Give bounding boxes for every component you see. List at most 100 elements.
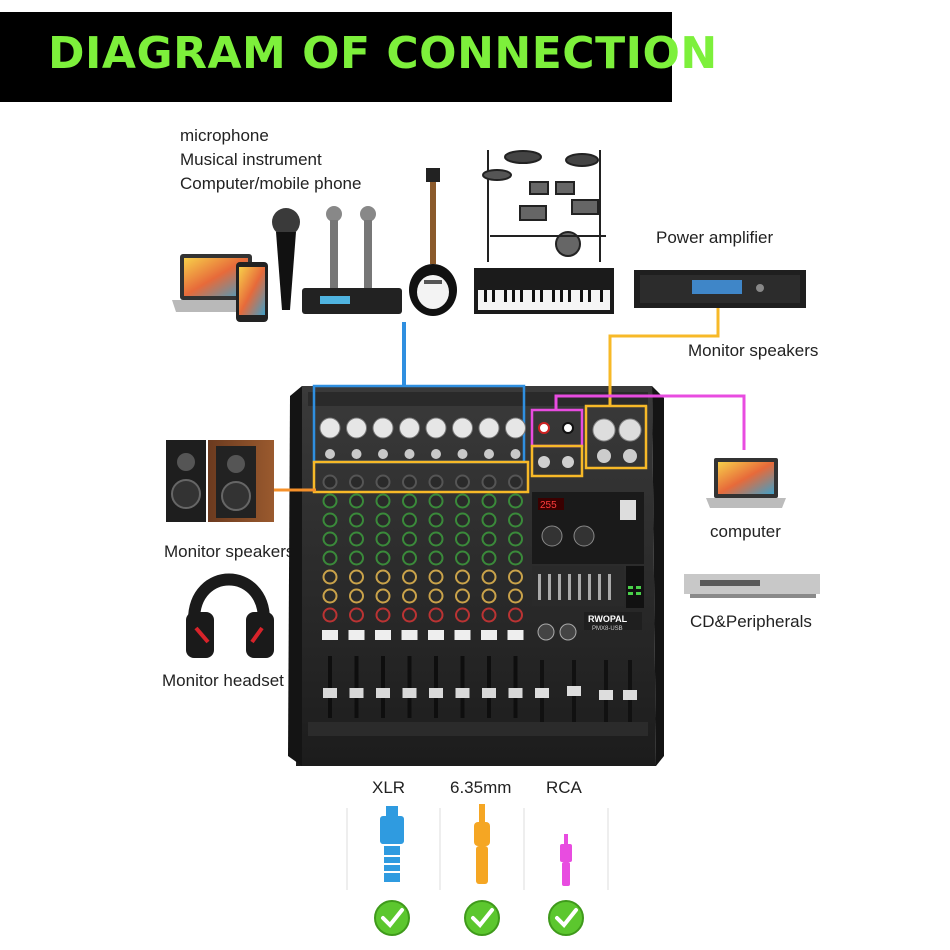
wireless-mic-icon bbox=[302, 206, 402, 314]
fader-cap bbox=[429, 688, 443, 698]
channel-button bbox=[481, 630, 497, 640]
channel-knob bbox=[508, 474, 523, 490]
channel-button bbox=[401, 630, 418, 640]
channel-knob bbox=[455, 550, 470, 566]
fader-slot bbox=[328, 656, 332, 718]
channel-knob bbox=[349, 531, 364, 547]
xlr-input-jack bbox=[452, 417, 473, 439]
fader-slot bbox=[407, 656, 412, 718]
channel-button bbox=[507, 630, 524, 640]
channel-knob bbox=[322, 607, 338, 623]
channel-knob bbox=[402, 588, 417, 604]
fader-slot bbox=[354, 656, 359, 718]
channel-button bbox=[322, 630, 338, 640]
xlr-input-jack bbox=[399, 417, 420, 439]
xlr-plug-icon bbox=[380, 806, 404, 882]
check-icon-xlr bbox=[374, 900, 410, 936]
channel-knob bbox=[508, 569, 523, 585]
fader-cap bbox=[508, 688, 523, 698]
channel-button bbox=[428, 630, 444, 640]
monitor-speakers-icon bbox=[166, 440, 274, 522]
line-input-jack bbox=[351, 449, 362, 459]
channel-knob bbox=[508, 531, 523, 547]
check-icon-jack bbox=[464, 900, 500, 936]
channel-knob bbox=[402, 474, 417, 490]
guitar-icon bbox=[409, 168, 457, 316]
channel-knob bbox=[349, 569, 364, 585]
fader-slot bbox=[513, 656, 518, 718]
channel-knob bbox=[349, 512, 364, 528]
channel-knob bbox=[375, 588, 391, 604]
channel-knob bbox=[508, 512, 523, 528]
power-amplifier-icon bbox=[634, 270, 806, 308]
channel-knob bbox=[508, 607, 523, 623]
source-label-microphone: microphone bbox=[180, 126, 269, 145]
channel-knob bbox=[481, 550, 497, 566]
channel-knob bbox=[375, 550, 391, 566]
channel-knob bbox=[322, 588, 338, 604]
label-monitor-speakers-right: Monitor speakers bbox=[688, 341, 819, 360]
source-label-instrument: Musical instrument bbox=[180, 150, 322, 169]
channel-knob bbox=[322, 550, 338, 566]
channel-knob bbox=[481, 512, 497, 528]
line-input-jack bbox=[510, 449, 521, 459]
channel-knob bbox=[455, 474, 470, 490]
channel-knob bbox=[322, 474, 338, 490]
channel-knob bbox=[481, 569, 497, 585]
source-label-computer-phone: Computer/mobile phone bbox=[180, 174, 362, 193]
fader-slot bbox=[381, 656, 385, 718]
channel-button bbox=[454, 630, 471, 640]
fader-cap bbox=[402, 688, 417, 698]
audio-mixer: 255 RWOPAL PMX8-USB bbox=[288, 384, 664, 766]
channel-knob bbox=[428, 493, 444, 509]
channel-knob bbox=[428, 550, 444, 566]
channel-knob bbox=[375, 569, 391, 585]
channel-knob bbox=[481, 474, 497, 490]
channel-knob bbox=[322, 512, 338, 528]
channel-knob bbox=[455, 569, 470, 585]
label-computer: computer bbox=[710, 522, 781, 541]
jack-plug-icon bbox=[474, 804, 490, 884]
xlr-input-jack bbox=[346, 417, 367, 439]
fader-cap bbox=[376, 688, 390, 698]
connector-label-rca: RCA bbox=[546, 778, 582, 797]
line-input-jack bbox=[404, 449, 415, 459]
headset-icon bbox=[186, 573, 274, 658]
connector-label-xlr: XLR bbox=[372, 778, 406, 797]
fader-cap bbox=[349, 688, 364, 698]
fader-cap bbox=[323, 688, 337, 698]
channel-button bbox=[375, 630, 391, 640]
xlr-input-jack bbox=[478, 417, 500, 439]
channel-knob bbox=[349, 474, 364, 490]
channel-knob bbox=[508, 550, 523, 566]
line-input-jack bbox=[325, 449, 335, 459]
channel-knob bbox=[349, 588, 364, 604]
channel-knob bbox=[428, 531, 444, 547]
channel-knob bbox=[481, 493, 497, 509]
channel-knob bbox=[428, 474, 444, 490]
drum-kit-icon bbox=[482, 150, 606, 262]
xlr-input-jack bbox=[505, 417, 526, 439]
label-monitor-speakers-left: Monitor speakers bbox=[164, 542, 295, 561]
channel-knob bbox=[455, 531, 470, 547]
channel-knob bbox=[481, 607, 497, 623]
channel-button bbox=[348, 630, 365, 640]
phone-icon bbox=[236, 262, 268, 322]
channel-knob bbox=[375, 474, 391, 490]
line-input-jack bbox=[484, 449, 494, 459]
xlr-input-jack bbox=[319, 417, 341, 439]
line-input-jack bbox=[378, 449, 388, 459]
label-monitor-headset: Monitor headset bbox=[162, 671, 284, 690]
fader-slot bbox=[460, 656, 465, 718]
channel-knob bbox=[402, 493, 417, 509]
channel-knob bbox=[428, 569, 444, 585]
keyboard-icon bbox=[474, 268, 614, 314]
cd-player-icon bbox=[684, 574, 820, 598]
page-title: DIAGRAM OF CONNECTION bbox=[48, 28, 718, 79]
channel-knob bbox=[402, 607, 417, 623]
fader-slot bbox=[434, 656, 438, 718]
channel-knob bbox=[428, 588, 444, 604]
line-input-jack bbox=[431, 449, 441, 459]
channel-knob bbox=[508, 493, 523, 509]
